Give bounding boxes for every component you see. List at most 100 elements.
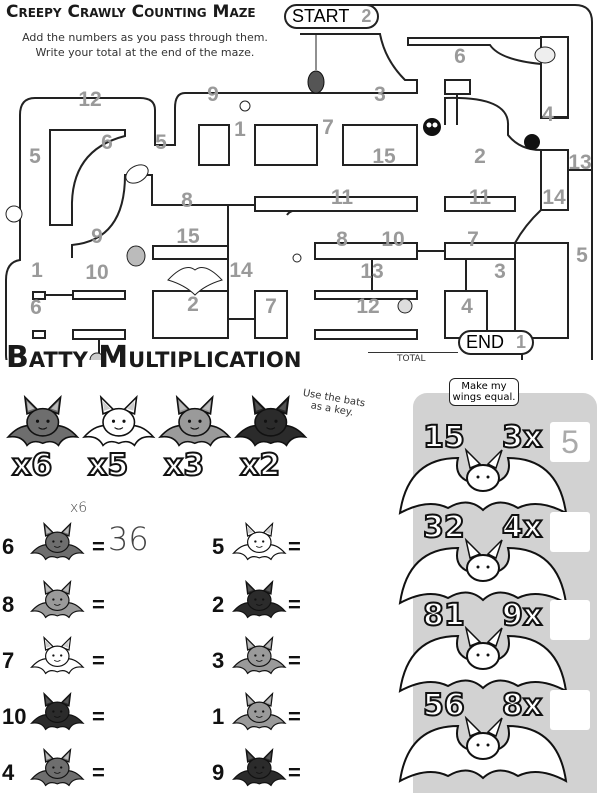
instruction-line: Add the numbers as you pass through them… <box>22 31 268 44</box>
maze-number: 8 <box>336 228 348 251</box>
equals-sign: = <box>92 704 105 729</box>
maze-number: 6 <box>454 45 466 68</box>
bat-icon <box>232 522 287 561</box>
bat-icon <box>30 580 85 619</box>
maze-start: START 2 <box>284 4 380 29</box>
big-bat-icon <box>398 625 568 693</box>
maze-walls <box>5 4 593 360</box>
maze-number: 7 <box>265 295 277 318</box>
maze-number: 14 <box>229 259 253 282</box>
maze-number: 5 <box>576 244 588 267</box>
maze-number: 5 <box>29 145 41 168</box>
key-multiplier: x2 <box>239 447 281 484</box>
problem-number: 10 <box>2 704 27 729</box>
beetle-icon <box>125 164 149 184</box>
answer-box[interactable] <box>550 600 590 640</box>
spider-icon <box>239 100 251 112</box>
spider-icon <box>126 245 146 267</box>
bat-icon <box>167 267 223 296</box>
key-note: Use the bats as a key. <box>301 387 366 419</box>
equals-sign: = <box>92 592 105 617</box>
bat-icon <box>232 580 287 619</box>
instruction-line: Write your total at the end of the maze. <box>35 46 255 59</box>
equals-sign: = <box>92 760 105 785</box>
problem-number: 6 <box>2 534 15 559</box>
problem-number: 1 <box>212 704 225 729</box>
maze-number: 6 <box>101 131 113 154</box>
answer-box[interactable] <box>550 512 590 552</box>
maze-number: 10 <box>85 261 109 284</box>
right-wing-multiplier: 8x <box>501 687 543 724</box>
maze-number: 3 <box>494 260 506 283</box>
spider-icon <box>397 298 413 314</box>
bat-icon <box>6 395 80 447</box>
problem-number: 4 <box>2 760 15 785</box>
equals-sign: = <box>92 648 105 673</box>
maze-number: 9 <box>91 225 103 248</box>
maze-outer-right <box>300 4 593 360</box>
maze-number: 4 <box>461 295 473 318</box>
equals-sign: = <box>92 534 105 559</box>
maze-blocks <box>32 36 569 360</box>
maze-number: 14 <box>542 186 566 209</box>
maze-number: 6 <box>30 296 42 319</box>
problem-number: 7 <box>2 648 15 673</box>
total-label: TOTAL <box>397 354 426 364</box>
maze-outer-left <box>5 33 418 360</box>
start-label: START <box>292 6 350 26</box>
maze-number: 8 <box>181 189 193 212</box>
example-hint: x6 <box>70 500 88 516</box>
maze-number: 1 <box>516 332 527 352</box>
spider-icon <box>307 34 325 94</box>
bat-icon <box>5 205 23 223</box>
maze-number: 9 <box>207 83 219 106</box>
example-answer[interactable]: 36 <box>108 520 149 558</box>
bat-icon <box>232 748 287 787</box>
spider-icon <box>292 253 302 263</box>
maze-number: 1 <box>31 259 43 282</box>
spider-icon <box>89 352 105 360</box>
bat-icon <box>232 636 287 675</box>
maze-number: 2 <box>474 145 486 168</box>
maze-number: 13 <box>568 151 592 174</box>
left-wing-number: 15 <box>422 419 466 456</box>
maze-number: 1 <box>234 118 246 141</box>
big-bat-icon <box>398 447 568 515</box>
spider-icon <box>534 46 556 64</box>
bat-icon <box>30 748 85 787</box>
left-wing-number: 56 <box>422 687 466 724</box>
maze-number: 15 <box>372 145 396 168</box>
equals-sign: = <box>288 648 301 673</box>
bat-icon <box>158 395 232 447</box>
problem-number: 3 <box>212 648 225 673</box>
maze-number: 2 <box>187 293 199 316</box>
maze-number: 13 <box>360 260 384 283</box>
maze-number: 12 <box>78 88 102 111</box>
maze-number: 2 <box>361 6 372 26</box>
big-bat-icon <box>398 715 568 783</box>
maze-wall <box>49 129 126 226</box>
maze-number: 7 <box>467 228 479 251</box>
total-line[interactable] <box>368 352 458 353</box>
spider-icon <box>524 134 540 150</box>
multiplication-title: Batty Multiplication <box>6 340 302 375</box>
equals-sign: = <box>288 760 301 785</box>
problem-number: 8 <box>2 592 15 617</box>
maze-number: 12 <box>356 295 380 318</box>
maze-number: 11 <box>330 186 354 209</box>
right-wing-multiplier: 4x <box>501 509 543 546</box>
bat-icon <box>30 692 85 731</box>
key-multiplier: x5 <box>87 447 129 484</box>
problem-number: 5 <box>212 534 225 559</box>
answer-box[interactable]: 5 <box>550 422 590 462</box>
right-wing-multiplier: 9x <box>501 597 543 634</box>
maze-number: 5 <box>155 131 167 154</box>
answer-box[interactable] <box>550 690 590 730</box>
key-multiplier: x6 <box>11 447 53 484</box>
left-wing-number: 32 <box>422 509 466 546</box>
speech-bubble: Make my wings equal. <box>449 378 519 406</box>
right-wing-multiplier: 3x <box>501 419 543 456</box>
key-multiplier: x3 <box>163 447 205 484</box>
